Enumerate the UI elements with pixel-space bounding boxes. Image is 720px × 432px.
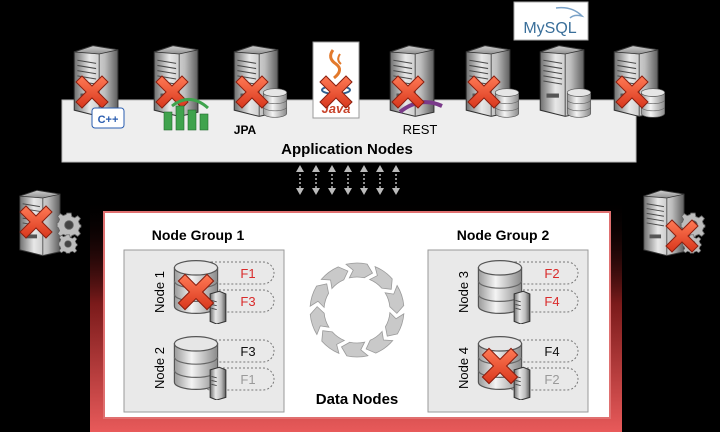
application-nodes-title: Application Nodes	[281, 141, 413, 158]
fragment-slot-replica	[199, 367, 275, 391]
node-1-fragment-replica: F3	[240, 294, 255, 309]
node-group-2: Node Group 2 Node 3 F2 F4 Node 4 F4 F2	[427, 227, 589, 413]
node-1-fragment-primary: F1	[240, 266, 255, 281]
data-node-3: Node 3 F2 F4	[456, 259, 579, 324]
arrow-4	[344, 165, 352, 195]
server-icon	[513, 290, 531, 324]
node-group-2-title: Node Group 2	[457, 227, 550, 243]
node-1-label: Node 1	[152, 271, 167, 313]
server-icon	[209, 290, 227, 324]
ring-arrow-segment	[368, 265, 393, 290]
app-node-mysql: MySQL	[513, 1, 592, 118]
app-node-cpp: C++	[73, 45, 125, 129]
mysql-label: MySQL	[523, 20, 576, 37]
app-node-8	[613, 45, 666, 118]
app-node-rest: REST	[389, 45, 443, 137]
ring-arrow-segment	[320, 266, 349, 290]
arrow-2	[312, 165, 320, 195]
cpp-logo-icon: C++	[91, 107, 125, 129]
node-4-fragment-replica: F2	[544, 372, 559, 387]
node-group-1-title: Node Group 1	[152, 227, 245, 243]
node-3-label: Node 3	[456, 271, 471, 313]
arrow-3	[328, 165, 336, 195]
arrow-7	[392, 165, 400, 195]
node-2-fragment-primary: F3	[240, 344, 255, 359]
node-4-label: Node 4	[456, 347, 471, 389]
node-2-fragment-replica: F1	[240, 372, 255, 387]
server-icon	[513, 366, 531, 400]
replication-ring-icon	[309, 262, 405, 358]
database-icon	[566, 88, 592, 118]
jpa-label: JPA	[234, 123, 257, 137]
app-node-green	[153, 45, 209, 131]
mysql-logo-icon: MySQL	[513, 1, 589, 41]
fragment-slot-replica	[503, 367, 579, 391]
ring-arrow-segment	[345, 262, 374, 279]
node-group-1: Node Group 1 Node 1 F1 F3 Node 2 F3 F1	[123, 227, 285, 413]
node-3-fragment-replica: F4	[544, 294, 559, 309]
app-node-java: Java	[312, 41, 360, 119]
gear-icon	[56, 212, 82, 238]
ring-arrow-segment	[385, 311, 405, 337]
ring-arrow-segment	[309, 283, 329, 309]
arrow-6	[376, 165, 384, 195]
app-node-jpa: JPA	[233, 45, 288, 137]
gear-icon	[58, 234, 78, 254]
arrow-5	[360, 165, 368, 195]
application-nodes-section: Application Nodes C++	[61, 1, 666, 163]
ring-arrow-segment	[309, 306, 330, 336]
fragment-slot-primary	[503, 339, 579, 363]
node-3-fragment-primary: F2	[544, 266, 559, 281]
node-2-label: Node 2	[152, 347, 167, 389]
node-4-fragment-primary: F4	[544, 344, 559, 359]
rest-label: REST	[403, 122, 438, 137]
data-node-1: Node 1 F1 F3	[152, 259, 275, 324]
fragment-slot-primary	[199, 261, 275, 285]
data-node-2: Node 2 F3 F1	[152, 335, 275, 400]
fragment-slot-primary	[199, 339, 275, 363]
java-logo-icon	[312, 41, 360, 119]
cpp-label: C++	[98, 114, 119, 126]
ring-arrow-segment	[321, 330, 346, 355]
ring-arrow-segment	[340, 341, 369, 358]
management-node-left	[19, 189, 82, 257]
app-node-6	[465, 45, 520, 118]
arrow-1	[296, 165, 304, 195]
server-icon	[209, 366, 227, 400]
green-blocks-icon	[163, 98, 209, 131]
ring-arrow-segment	[365, 330, 394, 354]
data-node-4: Node 4 F4 F2	[456, 335, 579, 400]
ring-arrow-segment	[384, 284, 405, 314]
fragment-slot-replica	[503, 289, 579, 313]
fragment-slot-replica	[199, 289, 275, 313]
management-node-right	[643, 189, 706, 257]
data-nodes-title: Data Nodes	[316, 391, 399, 408]
fragment-slot-primary	[503, 261, 579, 285]
connection-arrows	[296, 165, 400, 195]
